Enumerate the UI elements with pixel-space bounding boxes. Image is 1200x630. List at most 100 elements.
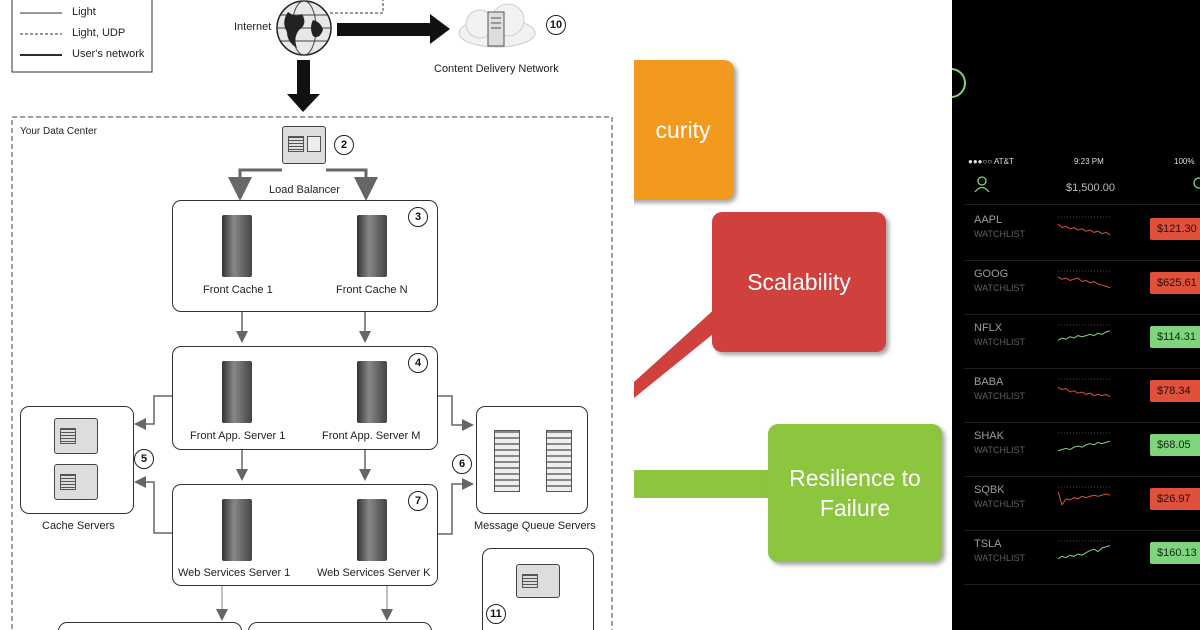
ticker-text: SQBK bbox=[974, 484, 1005, 496]
person-icon[interactable] bbox=[974, 176, 990, 192]
stock-row-shak[interactable]: SHAK WATCHLIST $68.05 bbox=[964, 422, 1200, 477]
battery-text: 100% bbox=[1174, 157, 1195, 166]
architecture-diagram: Light Light, UDP User's network Internet… bbox=[11, 0, 613, 630]
front-app-m-label: Front App. Server M bbox=[322, 430, 421, 442]
cdn-label: Content Delivery Network bbox=[434, 63, 559, 75]
watchlist-label: WATCHLIST bbox=[974, 391, 1025, 401]
resilience-node: Resilience to Failure bbox=[768, 424, 942, 562]
watchlist-label: WATCHLIST bbox=[974, 229, 1025, 239]
stock-row-baba[interactable]: BABA WATCHLIST $78.34 bbox=[964, 368, 1200, 423]
sparkline bbox=[1057, 540, 1111, 560]
sparkline bbox=[1057, 324, 1111, 341]
load-balancer-label: Load Balancer bbox=[269, 184, 340, 196]
price-badge[interactable]: $625.61 bbox=[1150, 272, 1200, 294]
mindmap-connectors bbox=[634, 306, 774, 498]
web-services-1-label: Web Services Server 1 bbox=[178, 567, 291, 579]
carrier-text: ●●●○○ AT&T bbox=[968, 157, 1014, 166]
badge-3: 3 bbox=[408, 207, 428, 227]
mindmap-panel: curity Scalability Resilience to Failure bbox=[634, 0, 952, 630]
stock-row-goog[interactable]: GOOG WATCHLIST $625.61 bbox=[964, 260, 1200, 315]
sparkline-path bbox=[1057, 276, 1111, 289]
badge-11: 11 bbox=[486, 604, 506, 624]
price-badge[interactable]: $26.97 bbox=[1150, 488, 1200, 510]
web-services-group bbox=[172, 484, 438, 586]
legend-light-udp: Light, UDP bbox=[72, 27, 126, 39]
mq-servers-label: Message Queue Servers bbox=[474, 520, 596, 532]
front-cache-1-label: Front Cache 1 bbox=[203, 284, 273, 296]
sparkline bbox=[1057, 216, 1111, 236]
sparkline-path bbox=[1057, 440, 1111, 452]
diagram-lines bbox=[11, 0, 613, 630]
cache-server-icon bbox=[54, 418, 98, 454]
badge-2: 2 bbox=[334, 135, 354, 155]
price-badge[interactable]: $160.13 bbox=[1150, 542, 1200, 564]
watchlist-label: WATCHLIST bbox=[974, 499, 1025, 509]
sparkline-path bbox=[1057, 491, 1111, 506]
price-badge[interactable]: $121.30 bbox=[1150, 218, 1200, 240]
stock-row-aapl[interactable]: AAPL WATCHLIST $121.30 bbox=[964, 206, 1200, 261]
legend-light: Light bbox=[72, 6, 96, 18]
ticker-text: AAPL bbox=[974, 214, 1003, 226]
server-icon bbox=[222, 215, 252, 277]
server-icon bbox=[222, 361, 252, 423]
bottom-box-left bbox=[58, 622, 242, 630]
time-text: 9:23 PM bbox=[1074, 157, 1104, 166]
circle-indicator-icon bbox=[952, 68, 966, 98]
security-node: curity bbox=[634, 60, 734, 200]
sparkline-path bbox=[1057, 545, 1111, 560]
server-icon bbox=[357, 215, 387, 277]
ticker-text: NFLX bbox=[974, 322, 1003, 334]
front-app-1-label: Front App. Server 1 bbox=[190, 430, 286, 442]
stock-row-nflx[interactable]: NFLX WATCHLIST $114.31 bbox=[964, 314, 1200, 369]
stock-row-sqbk[interactable]: SQBK WATCHLIST $26.97 bbox=[964, 476, 1200, 531]
balance-text: $1,500.00 bbox=[1066, 182, 1115, 194]
badge-10: 10 bbox=[546, 15, 566, 35]
watchlist-label: WATCHLIST bbox=[974, 553, 1025, 563]
watchlist-label: WATCHLIST bbox=[974, 337, 1025, 347]
ticker-text: GOOG bbox=[974, 268, 1009, 280]
sparkline-path bbox=[1057, 386, 1111, 398]
cache-server-icon bbox=[54, 464, 98, 500]
server-icon bbox=[357, 499, 387, 561]
ticker-text: BABA bbox=[974, 376, 1004, 388]
server-icon bbox=[357, 361, 387, 423]
globe-icon bbox=[276, 0, 332, 56]
front-app-group bbox=[172, 346, 438, 450]
bottom-box-right bbox=[248, 622, 432, 630]
badge-7: 7 bbox=[408, 491, 428, 511]
stock-row-tsla[interactable]: TSLA WATCHLIST $160.13 bbox=[964, 530, 1200, 585]
badge-5: 5 bbox=[134, 449, 154, 469]
ticker-text: TSLA bbox=[974, 538, 1002, 550]
price-badge[interactable]: $68.05 bbox=[1150, 434, 1200, 456]
badge-4: 4 bbox=[408, 353, 428, 373]
search-icon[interactable] bbox=[1192, 176, 1200, 192]
scalability-node: Scalability bbox=[712, 212, 886, 352]
mq-server-icon bbox=[546, 430, 572, 492]
server-icon bbox=[516, 564, 560, 598]
sparkline bbox=[1057, 432, 1111, 452]
legend-users-network: User's network bbox=[72, 48, 145, 60]
resilience-line-1: Resilience to bbox=[789, 465, 921, 491]
server-icon bbox=[222, 499, 252, 561]
cloud-icon bbox=[458, 3, 536, 48]
load-balancer-icon bbox=[282, 126, 326, 164]
sparkline-path bbox=[1057, 330, 1111, 341]
mq-server-icon bbox=[494, 430, 520, 492]
security-node-text: curity bbox=[655, 117, 711, 143]
watchlist-label: WATCHLIST bbox=[974, 283, 1025, 293]
stock-app-panel: ●●●○○ AT&T 9:23 PM 100% $1,500.00 AAPL WA… bbox=[952, 0, 1200, 630]
sparkline bbox=[1057, 486, 1111, 506]
cache-servers-label: Cache Servers bbox=[42, 520, 115, 532]
price-badge[interactable]: $78.34 bbox=[1150, 380, 1200, 402]
sparkline bbox=[1057, 378, 1111, 398]
price-badge[interactable]: $114.31 bbox=[1150, 326, 1200, 348]
front-cache-n-label: Front Cache N bbox=[336, 284, 408, 296]
ticker-text: SHAK bbox=[974, 430, 1004, 442]
sparkline-path bbox=[1057, 223, 1111, 236]
datacenter-label: Your Data Center bbox=[20, 126, 97, 137]
web-services-k-label: Web Services Server K bbox=[317, 567, 431, 579]
sparkline bbox=[1057, 270, 1111, 289]
internet-label: Internet bbox=[234, 21, 272, 33]
watchlist-label: WATCHLIST bbox=[974, 445, 1025, 455]
badge-6: 6 bbox=[452, 454, 472, 474]
